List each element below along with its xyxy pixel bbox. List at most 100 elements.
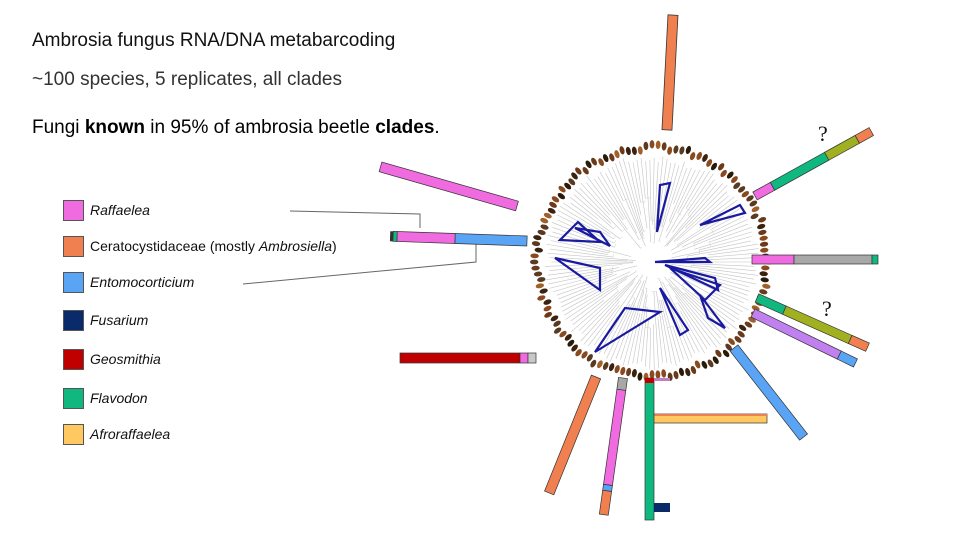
bar-lower-right-entomocorticium xyxy=(729,344,809,441)
beetle-tip-image xyxy=(649,370,655,379)
tree-branch xyxy=(666,169,696,232)
beetle-tip-image xyxy=(631,368,637,378)
beetle-tip-image xyxy=(551,196,560,203)
tree-branch xyxy=(672,223,748,255)
tagline-part-5: . xyxy=(434,117,440,138)
tree-branch xyxy=(661,165,680,227)
tree-branch xyxy=(640,157,646,199)
beetle-tip-image xyxy=(738,324,747,331)
tree-node-link xyxy=(674,302,678,305)
tree-branch xyxy=(593,275,643,346)
beetle-tip-image xyxy=(608,363,615,372)
tree-branch xyxy=(708,226,753,243)
tree-branch xyxy=(664,276,721,345)
tree-node-link xyxy=(613,235,616,239)
highlighted-clade-7 xyxy=(669,266,723,302)
beetle-tip-image xyxy=(710,162,718,171)
beetle-tip-image xyxy=(673,145,679,154)
beetle-tip-image xyxy=(597,360,603,369)
beetle-tip-image xyxy=(749,200,758,207)
tree-node-link xyxy=(641,274,643,276)
tree-branch xyxy=(550,240,609,254)
beetle-tip-image xyxy=(614,150,620,159)
tree-node-link xyxy=(669,276,672,279)
bar-right-mixed xyxy=(751,254,879,265)
beetle-tip-image xyxy=(643,141,649,151)
legend-label-ceratocystidaceae: Ceratocystidaceae (mostly Ambrosiella) xyxy=(90,238,337,254)
bar-right-lavender xyxy=(750,308,858,368)
legend-label-raffaelea: Raffaelea xyxy=(90,202,150,218)
legend-label-ceratocystidaceae-prefix: Ceratocystidaceae (mostly xyxy=(90,238,259,254)
tree-branch xyxy=(658,161,685,242)
tree-node-link xyxy=(644,287,648,289)
beetle-tip-image xyxy=(544,312,553,318)
legend-item-flavodon: Flavodon xyxy=(60,388,400,410)
beetle-tip-image xyxy=(564,334,572,341)
highlighted-clade-11 xyxy=(698,294,726,329)
tree-node-link xyxy=(666,284,670,286)
legend-label-ceratocystidaceae-suffix: ) xyxy=(331,238,337,254)
slide-title: Ambrosia fungus RNA/DNA metabarcoding xyxy=(32,30,396,51)
tree-branch xyxy=(668,167,692,222)
tree-branch xyxy=(580,183,610,215)
beetle-tip-image xyxy=(557,193,566,200)
beetle-tip-image xyxy=(746,195,754,202)
legend-label-geosmithia: Geosmithia xyxy=(90,351,161,367)
tree-branch xyxy=(547,252,636,261)
beetle-tip-image xyxy=(582,167,589,175)
tree-node-link xyxy=(673,241,676,244)
beetle-tip-image xyxy=(537,229,546,235)
beetle-tip-image xyxy=(737,330,745,338)
beetle-tip-image xyxy=(531,265,540,271)
beetle-tip-image xyxy=(637,372,643,381)
tree-branch xyxy=(619,276,648,360)
tree-branch xyxy=(663,162,672,199)
beetle-tip-image xyxy=(575,349,582,357)
tree-branch xyxy=(675,295,711,346)
tree-node-link xyxy=(638,238,642,240)
bar-bottom-raffaelea xyxy=(598,376,628,516)
beetle-tip-image xyxy=(702,154,708,162)
tree-branch xyxy=(546,243,608,255)
tree-branch xyxy=(693,219,748,244)
legend-label-ceratocystidaceae-italic: Ambrosiella xyxy=(258,238,332,254)
legend-item-raffaelea: Raffaelea xyxy=(60,200,400,222)
tree-branch xyxy=(569,196,599,220)
beetle-tip-image xyxy=(760,247,769,253)
tree-node-link xyxy=(658,240,661,242)
beetle-tip-image xyxy=(550,315,559,322)
beetle-tip-image xyxy=(726,171,734,179)
beetle-tip-image xyxy=(537,277,546,282)
bar-left-geosmithia xyxy=(399,352,537,364)
highlighted-clade-4 xyxy=(574,226,611,247)
tree-branch xyxy=(681,268,756,285)
tree-branch xyxy=(586,175,628,230)
tree-branch xyxy=(563,202,611,235)
tree-branch xyxy=(681,216,745,248)
beetle-tip-image xyxy=(533,271,543,277)
beetle-tip-image xyxy=(535,283,544,289)
bar-right-olive-mixed xyxy=(754,293,870,352)
tree-branch xyxy=(662,281,700,353)
beetle-tip-image xyxy=(757,223,766,230)
beetle-tip-image xyxy=(759,241,769,247)
legend-label-flavodon: Flavodon xyxy=(90,390,148,406)
tree-branch xyxy=(649,160,652,221)
tree-branch xyxy=(670,207,743,251)
bar-left-raffaelea-entomocorticium xyxy=(389,230,528,247)
tree-branch xyxy=(673,262,754,267)
tree-branch xyxy=(641,307,648,362)
tree-branch xyxy=(549,257,627,262)
tree-branch xyxy=(579,187,623,232)
beetle-tip-image xyxy=(530,259,539,265)
beetle-tip-image xyxy=(564,182,572,190)
highlighted-clade-9 xyxy=(594,306,664,353)
beetle-tip-image xyxy=(685,145,692,155)
tree-branch xyxy=(578,275,638,331)
tree-node-link xyxy=(660,281,663,283)
tree-branch xyxy=(570,202,621,240)
beetle-tip-image xyxy=(602,362,609,370)
tree-branch xyxy=(649,327,651,369)
legend-swatch-fusarium xyxy=(63,310,84,331)
tree-branch xyxy=(707,248,759,256)
